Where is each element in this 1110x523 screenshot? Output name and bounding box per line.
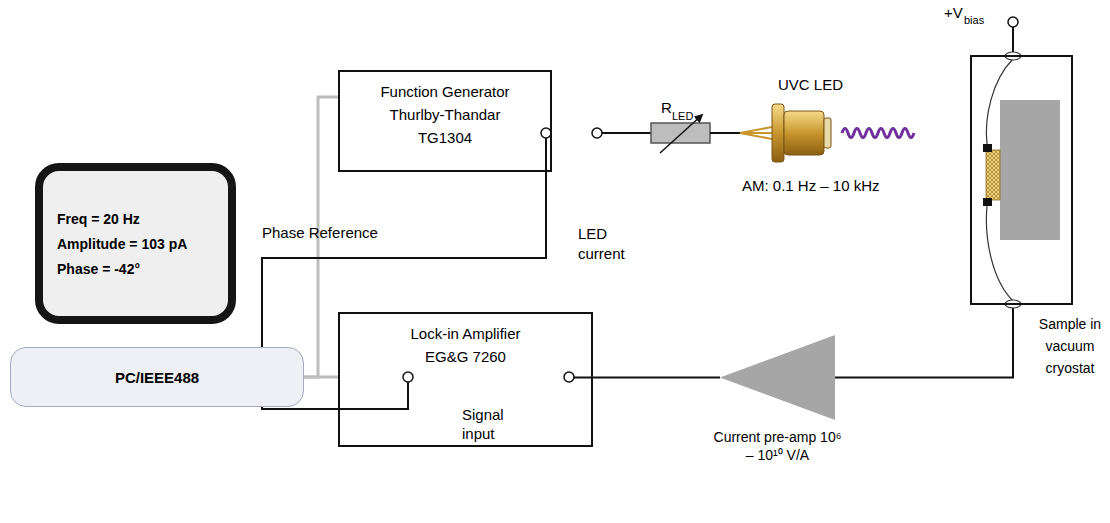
contact-pad <box>983 198 992 206</box>
readout-panel: Freq = 20 HzAmplitude = 103 pAPhase = -4… <box>35 163 236 324</box>
annotation-label: bias <box>964 14 984 26</box>
node-text: PC/IEEE488 <box>115 369 199 386</box>
bond-wire <box>986 59 1013 144</box>
preamp-triangle: Current pre-amp 10⁶ – 10¹⁰ V/A <box>720 335 835 420</box>
sample-block <box>1000 100 1060 240</box>
connector-wire <box>262 172 546 409</box>
node-text: Sample in vacuum cryostat <box>1034 313 1106 379</box>
led-wire <box>602 132 651 134</box>
connector-wire <box>835 305 1013 378</box>
bond-wire <box>986 206 1013 301</box>
reference-wire <box>338 382 408 409</box>
annotation-label: R <box>661 99 672 116</box>
function-generator-box: Function Generator Thurlby-Thandar TG130… <box>338 70 552 172</box>
resistor-symbol <box>651 123 710 143</box>
uv-light-wave <box>842 129 914 138</box>
connector-wire <box>304 376 338 379</box>
reference-terminal <box>541 128 551 138</box>
led-wire <box>710 132 740 134</box>
bias-wire <box>1012 27 1014 53</box>
annotation-label: LED current <box>578 224 640 264</box>
node-text: Current pre-amp 10⁶ – 10¹⁰ V/A <box>712 428 843 464</box>
computer-box: PC/IEEE488 <box>10 347 304 407</box>
annotation-label: +V <box>944 4 963 21</box>
node-text: Freq = 20 Hz <box>57 207 228 232</box>
amplifier-triangle <box>720 335 835 420</box>
cryostat-box: Sample in vacuum cryostat <box>970 55 1073 305</box>
amplifier-symbol <box>720 335 835 420</box>
led-symbol <box>740 104 831 162</box>
signal-wire <box>574 377 593 379</box>
signal-input <box>564 372 574 382</box>
reference-wire <box>545 138 547 172</box>
annotation-label: LED <box>672 110 693 122</box>
node-text: Amplitude = 103 pA <box>57 232 228 257</box>
annotation-label: UVC LED <box>778 76 843 93</box>
sample-contact <box>986 150 1000 200</box>
node-text: Function Generator Thurlby-Thandar TG130… <box>369 80 521 149</box>
output-terminal <box>592 128 602 138</box>
annotation-label: Signal input <box>462 405 518 443</box>
node-text: Phase = -42° <box>57 257 228 282</box>
bias-terminal <box>1008 17 1018 27</box>
connector-wire <box>593 377 720 379</box>
annotation-label: AM: 0.1 Hz – 10 kHz <box>742 177 880 194</box>
annotation-label: Phase Reference <box>262 224 378 241</box>
reference-input <box>403 372 413 382</box>
contact-pad <box>983 144 992 152</box>
node-text: Lock-in Amplifier EG&G 7260 <box>390 322 542 368</box>
